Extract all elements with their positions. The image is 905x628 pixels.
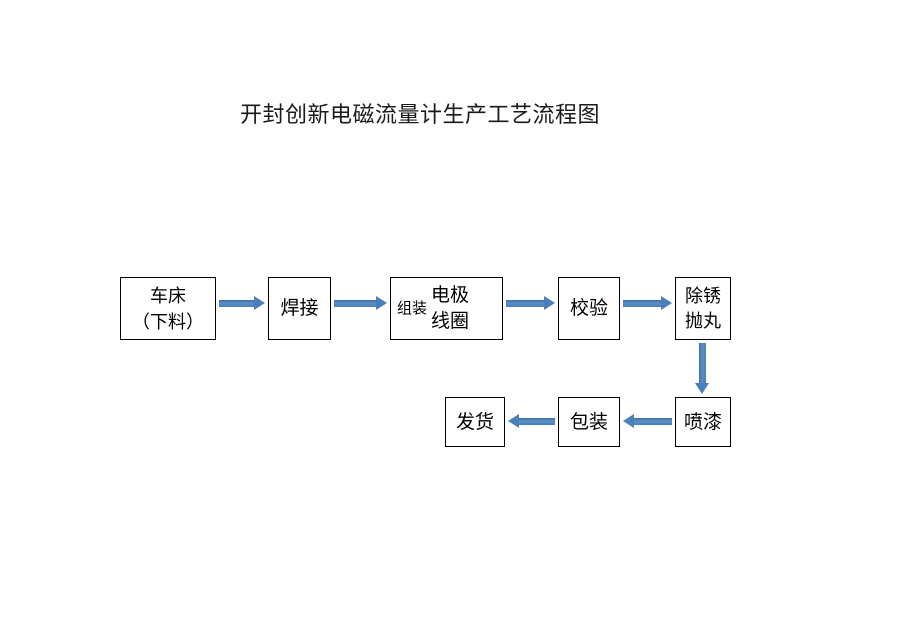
- arrow-shaft: [506, 300, 545, 307]
- flow-node-paint[interactable]: 喷漆: [675, 397, 731, 447]
- arrow-head-right-icon: [376, 296, 387, 310]
- arrow-head-left-icon: [508, 414, 519, 428]
- arrow-shaft: [518, 418, 555, 425]
- flow-node-verify-label: 校验: [569, 298, 608, 319]
- arrow-assemble-to-verify: [506, 296, 555, 310]
- flow-node-ship-label: 发货: [455, 411, 494, 433]
- flow-node-assemble-label: 组装: [397, 300, 428, 317]
- arrow-head-right-icon: [254, 296, 265, 310]
- flow-node-verify[interactable]: 校验: [558, 277, 620, 340]
- flow-node-pack[interactable]: 包装: [558, 397, 620, 447]
- flow-node-weld-label: 焊接: [280, 298, 319, 319]
- arrow-shaft: [219, 300, 255, 307]
- flow-node-assemble-coil-label: 电极 线圈: [431, 284, 470, 332]
- arrow-head-right-icon: [544, 296, 555, 310]
- flow-node-paint-label: 喷漆: [683, 411, 722, 433]
- arrow-shaft: [699, 343, 706, 384]
- arrow-paint-to-pack: [623, 414, 672, 428]
- arrow-head-down-icon: [695, 383, 709, 394]
- arrow-weld-to-assemble: [334, 296, 387, 310]
- arrow-pack-to-ship: [508, 414, 555, 428]
- arrow-lathe-to-weld: [219, 296, 265, 310]
- page-title: 开封创新电磁流量计生产工艺流程图: [240, 102, 601, 127]
- arrow-derust-to-paint: [695, 343, 709, 394]
- flow-node-lathe[interactable]: 车床 （下料）: [120, 277, 216, 340]
- flow-node-lathe-label: 车床 （下料）: [132, 285, 204, 332]
- flow-node-weld[interactable]: 焊接: [268, 277, 331, 340]
- arrow-head-left-icon: [623, 414, 634, 428]
- flow-node-derust[interactable]: 除锈 抛丸: [675, 277, 731, 340]
- arrow-head-right-icon: [661, 296, 672, 310]
- arrow-shaft: [334, 300, 377, 307]
- flow-node-ship[interactable]: 发货: [445, 397, 505, 447]
- arrow-shaft: [623, 300, 662, 307]
- arrow-shaft: [633, 418, 672, 425]
- flow-node-pack-label: 包装: [569, 411, 608, 433]
- flow-node-assemble[interactable]: 组装 电极 线圈: [390, 277, 503, 340]
- flow-node-derust-label: 除锈 抛丸: [685, 285, 721, 331]
- arrow-verify-to-derust: [623, 296, 672, 310]
